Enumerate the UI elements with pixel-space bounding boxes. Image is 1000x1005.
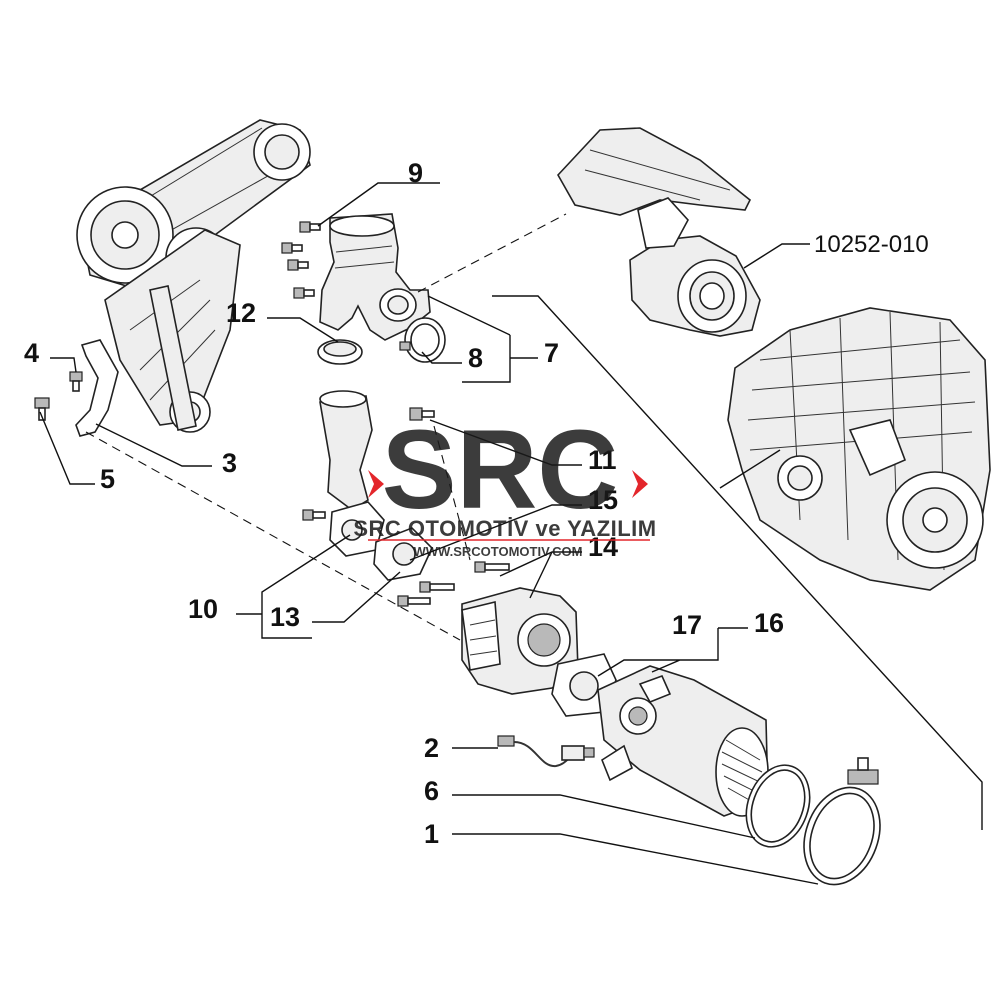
callout-labels: 1 2 3 4 5 6 7 8 9 10 11 12 13 14 15 16 1… (24, 158, 929, 849)
watermark-url: WWW.SRCOTOMOTIV.COM (414, 544, 583, 559)
callout-9: 9 (408, 158, 423, 188)
watermark-chevron-right-icon (632, 470, 648, 498)
part-bracket-3 (75, 339, 119, 437)
callout-1: 1 (424, 819, 439, 849)
part-bolt-4 (69, 371, 83, 392)
watermark-chevron-left-icon (368, 470, 384, 498)
part-bolts-9 (281, 221, 321, 299)
part-clamp-12 (317, 339, 363, 365)
callout-12: 12 (226, 298, 256, 328)
watermark: SRC SRC OTOMOTİV ve YAZILIM WWW.SRCOTOMO… (353, 407, 656, 559)
timing-belt-assembly (76, 119, 311, 433)
part-intake-pipe-7 (319, 213, 431, 341)
reference-code-label: 10252-010 (814, 231, 929, 258)
reference-assembly-10252-010 (557, 127, 761, 337)
part-gasket-13 (373, 527, 433, 581)
watermark-company-name: SRC OTOMOTİV ve YAZILIM (353, 516, 656, 541)
callout-15: 15 (588, 485, 618, 515)
callout-8: 8 (468, 343, 483, 373)
callout-3: 3 (222, 448, 237, 478)
part-bolt-11 (409, 407, 435, 421)
part-clamp-1 (803, 757, 881, 886)
part-bolt-5 (34, 397, 50, 421)
part-egr-pipe-10 (319, 390, 385, 557)
callout-17: 17 (672, 610, 702, 640)
part-bolts-14 (397, 561, 510, 607)
leader-lines (39, 182, 983, 885)
callout-5: 5 (100, 464, 115, 494)
callout-7: 7 (544, 338, 559, 368)
part-egr-cooler-16 (597, 665, 769, 817)
callout-10: 10 (188, 594, 218, 624)
part-clamp-8 (399, 317, 446, 363)
callout-11: 11 (588, 445, 617, 475)
callout-14: 14 (588, 532, 618, 562)
callout-13: 13 (270, 602, 300, 632)
callout-2: 2 (424, 733, 439, 763)
engine-assembly (727, 307, 991, 591)
alignment-dashes (85, 213, 567, 641)
part-bolt-10b (302, 509, 326, 521)
callout-4: 4 (24, 338, 39, 368)
part-seal-6 (745, 764, 811, 848)
callout-6: 6 (424, 776, 439, 806)
part-egr-valve-14 (461, 587, 579, 695)
callout-16: 16 (754, 608, 784, 638)
watermark-logo-text: SRC (382, 407, 618, 532)
part-temp-sensor-2 (497, 735, 595, 768)
